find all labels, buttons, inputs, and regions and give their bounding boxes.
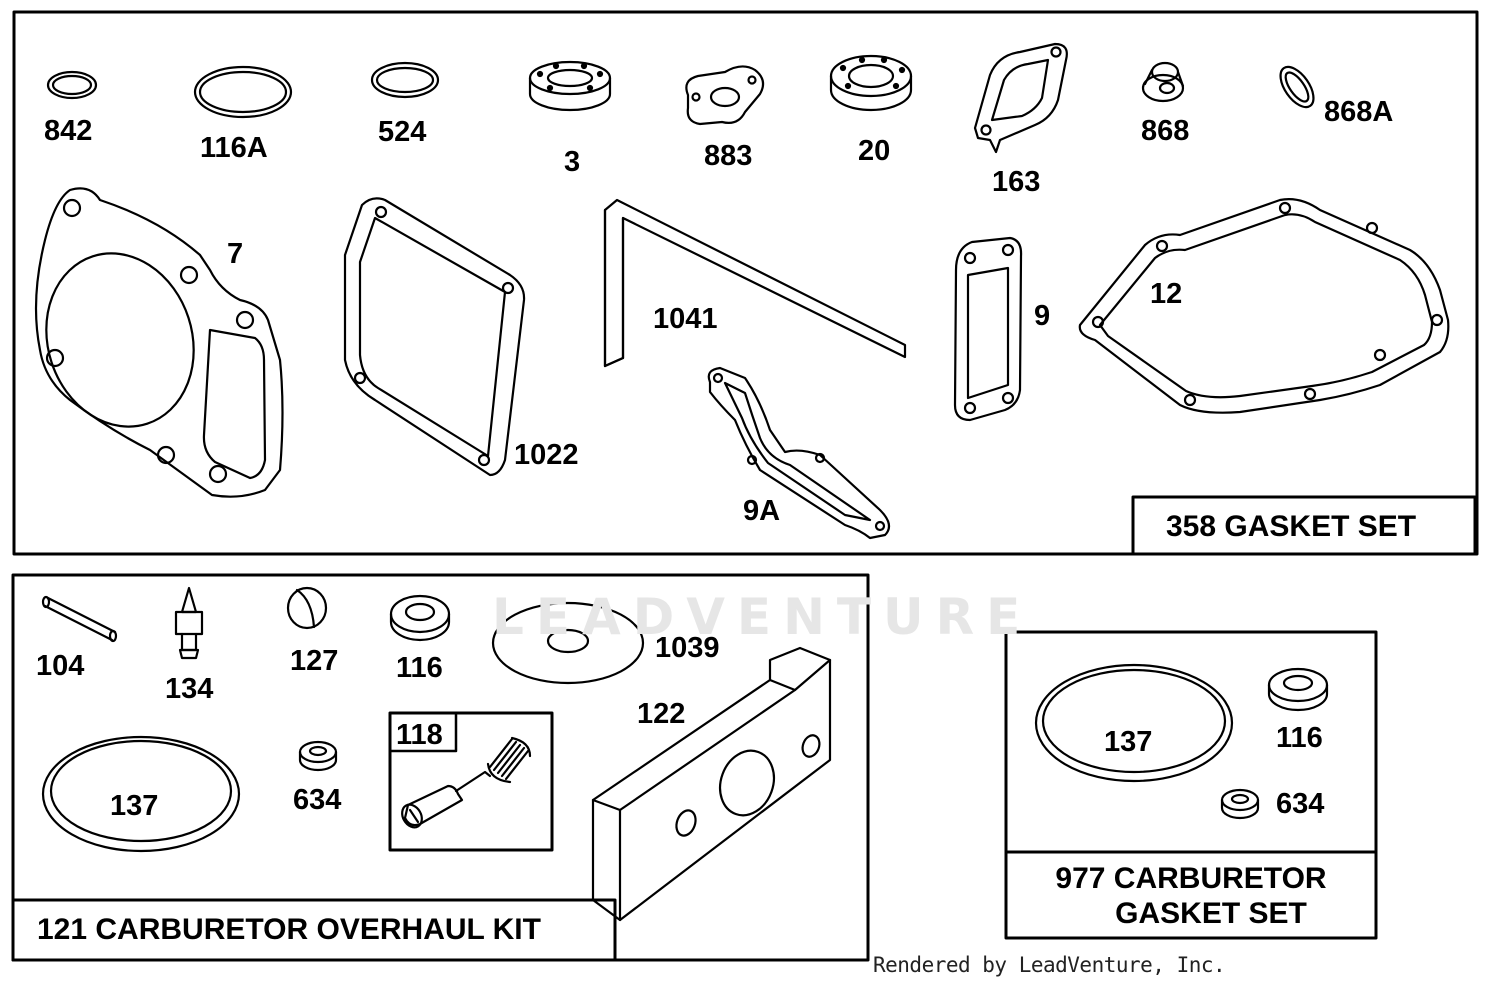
- mixture-screw-118-icon: [401, 770, 492, 829]
- oring-137-icon: [41, 735, 241, 853]
- title-977-carb-gasket-set: 977 CARBURETOR GASKET SET: [1006, 862, 1376, 931]
- label-1022: 1022: [514, 439, 579, 471]
- title-121-carb-overhaul-kit: 121 CARBURETOR OVERHAUL KIT: [37, 913, 541, 946]
- sub-kit-118-box: [388, 711, 554, 852]
- credit-text: Rendered by LeadVenture, Inc.: [873, 953, 1226, 977]
- washer-116-icon: [389, 594, 451, 642]
- label-3: 3: [564, 146, 581, 178]
- oil-seal-3-icon: [528, 60, 612, 112]
- oring-116a-icon: [193, 65, 293, 119]
- label-9a: 9A: [743, 495, 781, 527]
- gasket-883-icon: [685, 65, 765, 126]
- gasket-set-title-box: [1131, 495, 1477, 556]
- label-842: 842: [44, 115, 93, 147]
- title-977-line2: GASKET SET: [1115, 896, 1307, 930]
- label-868: 868: [1141, 115, 1190, 147]
- title-358-gasket-set: 358 GASKET SET: [1166, 510, 1417, 543]
- gasket-9-icon: [953, 236, 1023, 422]
- label-118: 118: [396, 719, 443, 751]
- label-9: 9: [1034, 300, 1051, 332]
- valve-seal-868-icon: [1141, 61, 1185, 103]
- washer-868a-icon: [1279, 65, 1315, 109]
- needle-valve-134-icon: [174, 586, 204, 660]
- gasket-strip-1041-icon: [603, 198, 907, 368]
- label-137: 137: [110, 790, 159, 822]
- welch-plug-127-icon: [286, 586, 328, 630]
- label-122: 122: [637, 698, 686, 730]
- label-134: 134: [165, 673, 214, 705]
- label-116: 116: [396, 652, 443, 684]
- gasket-1022-icon: [343, 197, 526, 477]
- label-163: 163: [992, 166, 1041, 198]
- oil-seal-20-icon: [829, 54, 913, 112]
- gasket-163-icon: [973, 42, 1068, 154]
- label-116a: 116A: [200, 132, 268, 164]
- gasket-set-panel: [12, 10, 1479, 556]
- carb-overhaul-title-box: [11, 898, 617, 962]
- label-1039: 1039: [655, 632, 720, 664]
- head-gasket-7-icon: [34, 187, 284, 498]
- label-634b: 634: [1276, 788, 1325, 820]
- label-116b: 116: [1276, 722, 1323, 754]
- label-868a: 868A: [1324, 96, 1394, 128]
- spacer-122-icon: [591, 646, 832, 922]
- title-977-line1: 977 CARBURETOR: [1055, 862, 1327, 895]
- label-634: 634: [293, 784, 342, 816]
- washer-634-icon: [298, 740, 338, 772]
- pin-104-icon: [41, 595, 118, 643]
- oring-842-icon: [46, 70, 98, 100]
- label-7: 7: [227, 238, 244, 270]
- diaphragm-1039-icon: [491, 601, 645, 685]
- label-137b: 137: [1104, 726, 1153, 758]
- crankcase-gasket-12-icon: [1078, 198, 1450, 414]
- washer-634b-icon: [1220, 788, 1260, 820]
- washer-116b-icon: [1267, 667, 1329, 712]
- gasket-9a-icon: [707, 366, 891, 540]
- label-104: 104: [36, 650, 85, 682]
- oring-524-icon: [370, 61, 440, 99]
- label-127: 127: [290, 645, 339, 677]
- spring-icon: [486, 736, 532, 784]
- label-883: 883: [704, 140, 753, 172]
- label-20: 20: [858, 135, 891, 167]
- watermark: LEADVENTURE: [492, 588, 1033, 646]
- carb-gasket-panel: [1004, 630, 1378, 940]
- label-524: 524: [378, 116, 427, 148]
- sub-kit-118-label-box: [388, 711, 458, 753]
- label-1041: 1041: [653, 303, 718, 335]
- oring-137b-icon: [1034, 663, 1234, 783]
- label-12: 12: [1150, 278, 1183, 310]
